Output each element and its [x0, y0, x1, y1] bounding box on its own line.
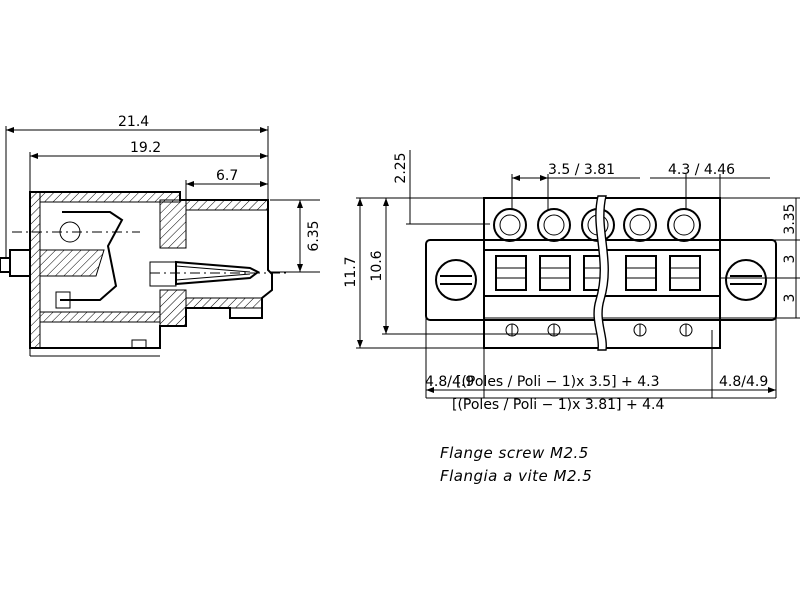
dim-pitch-height: 6.35 [306, 220, 322, 251]
formula-pitch-381: [(Poles / Poli − 1)x 3.81] + 4.4 [452, 397, 664, 413]
dim-body-height: 10.6 [369, 250, 385, 281]
dim-pitch: 3.5 / 3.81 [548, 162, 615, 178]
dim-right-mid: 3 [782, 255, 798, 264]
wire-entry-2 [537, 208, 571, 242]
dim-edge-right: 4.8/4.9 [719, 374, 768, 390]
dim-total-height: 11.7 [343, 256, 359, 287]
dim-edge-left: 4.8/4.9 [425, 374, 474, 390]
dim-plug-length: 6.7 [216, 168, 238, 184]
dim-flange-spacing: 4.3 / 4.46 [668, 162, 735, 178]
wire-entry-4 [623, 208, 657, 242]
break-line [593, 195, 609, 351]
formula-pitch-35: [(Poles / Poli − 1)x 3.5] + 4.3 [456, 374, 660, 390]
dim-right-top: 3.35 [782, 203, 798, 234]
side-dimension-lines [5, 126, 320, 273]
dim-offset-top: 2.25 [393, 152, 409, 183]
terminal-block-body [483, 195, 721, 351]
note-flange-screw-it: Flangia a vite M2.5 [440, 467, 592, 485]
front-view: 2.25 3.5 / 3.81 4.3 / 4.46 11.7 10.6 3.3… [343, 150, 800, 413]
wire-entry-1 [493, 208, 527, 242]
release-slots [495, 255, 701, 291]
wire-entry-5 [667, 208, 701, 242]
dim-overall-length: 21.4 [118, 114, 149, 130]
dim-right-bottom: 3 [782, 294, 798, 303]
dim-body-length: 19.2 [130, 140, 161, 156]
flange-screw-left-icon [435, 259, 477, 301]
flange-screw-right-icon [725, 259, 767, 301]
side-housing [0, 191, 290, 357]
side-view: 21.4 19.2 6.7 6.35 [0, 114, 322, 357]
bottom-screws [505, 323, 693, 337]
front-dimension-lines [356, 150, 800, 399]
note-flange-screw-en: Flange screw M2.5 [440, 444, 589, 462]
